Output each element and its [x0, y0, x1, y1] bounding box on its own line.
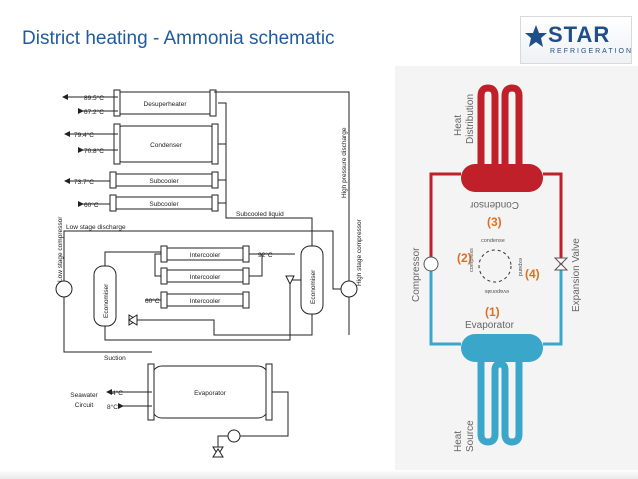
condensor-label: Condensor: [469, 199, 519, 210]
expansion-valve-label: Expansion Valve: [571, 238, 582, 312]
heat-distribution-label-1: Heat: [453, 115, 464, 136]
temp-t7: 92°C: [258, 251, 273, 259]
step-2: (2): [457, 251, 472, 265]
economiser-left-label: Economiser: [103, 283, 110, 318]
temp-t8: 60°C: [145, 297, 160, 305]
compress-label: compress: [469, 248, 475, 272]
heat-pump-cycle: Heat Distribution Heat Source Compressor…: [395, 66, 638, 470]
subcooler-1-label: Subcooler: [149, 178, 179, 185]
pump-symbol: [227, 429, 241, 443]
cycle-expansion-valve: [553, 257, 569, 265]
economiser-right-label: Economiser: [310, 269, 317, 304]
star-refrigeration-logo: STAR REFRIGERATION: [520, 16, 634, 64]
star-icon: [525, 25, 547, 47]
low-stage-compressor-symbol: [55, 280, 73, 298]
high-pressure-discharge-label: High pressure discharge: [341, 127, 348, 198]
step-1: (1): [485, 305, 500, 319]
evaporator-label: Evaporator: [465, 320, 515, 331]
desuperheater-label: Desuperheater: [144, 101, 188, 108]
low-stage-discharge-label: Low stage discharge: [66, 224, 126, 231]
high-stage-compressor-label: High stage compressor: [356, 218, 363, 286]
circuit-label: Circuit: [75, 402, 94, 409]
suction-label: Suction: [104, 355, 126, 362]
high-stage-compressor-symbol: [340, 280, 358, 298]
heat-source-label-1: Heat: [453, 431, 464, 452]
step-4: (4): [525, 267, 540, 281]
logo-brand: STAR: [548, 22, 611, 47]
temp-t2: 67.2°C: [84, 108, 104, 116]
temp-t5: 73.7°C: [74, 178, 94, 186]
condense-label: condense: [481, 238, 505, 244]
evaporate-label: evaporate: [485, 288, 509, 294]
subcooled-liquid-label: Subcooled liquid: [236, 211, 284, 218]
seawater-label: Seawater: [70, 392, 98, 399]
expand-label: expand: [517, 258, 523, 276]
heat-source-label-2: Source: [465, 420, 476, 452]
condenser-label: Condenser: [150, 142, 183, 149]
temp-t10: 8°C: [107, 403, 118, 411]
temp-t4: 70.8°C: [84, 147, 104, 155]
cycle-condenser: [461, 164, 543, 192]
temp-t3: 79.4°C: [74, 131, 94, 139]
intercooler-3-label: Intercooler: [190, 298, 222, 305]
cycle-evaporator: [461, 334, 543, 362]
intercooler-1-label: Intercooler: [190, 252, 222, 259]
evaporator-label: Evaporator: [194, 390, 227, 397]
page-title: District heating - Ammonia schematic: [22, 28, 335, 49]
temp-t1: 89.5°C: [84, 94, 104, 102]
low-stage-compressor-label: Low stage compressor: [57, 216, 64, 282]
logo-sub: REFRIGERATION: [550, 48, 634, 55]
heat-distribution-label-2: Distribution: [465, 94, 476, 144]
intercooler-2-label: Intercooler: [190, 274, 222, 281]
bottom-bar: [0, 470, 638, 479]
valve-econ: [285, 275, 295, 286]
cycle-compressor: [423, 256, 439, 272]
temp-t6: 60°C: [84, 201, 99, 209]
temp-t9: 4°C: [112, 389, 123, 397]
heat-source-coil: [477, 360, 523, 446]
step-3: (3): [487, 215, 502, 229]
compressor-label: Compressor: [411, 247, 422, 302]
subcooler-2-label: Subcooler: [149, 201, 179, 208]
